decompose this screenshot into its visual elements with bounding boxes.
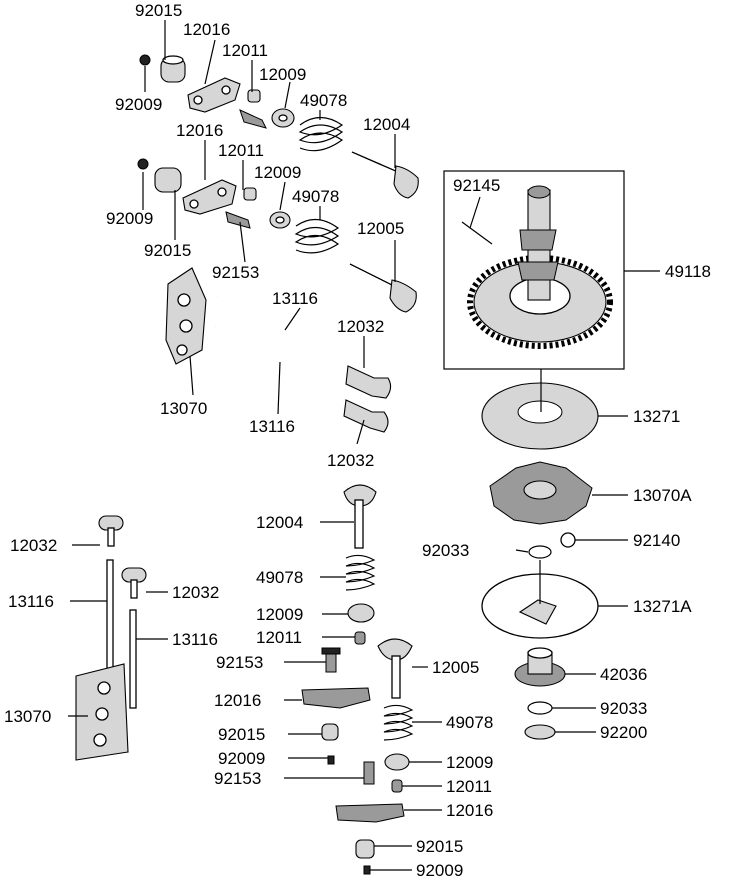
left-pushrods-and-tappets — [98, 515, 147, 709]
circlip-and-ball — [528, 532, 576, 559]
label-12032: 12032 — [172, 583, 219, 602]
camshaft-gear-assembly — [443, 170, 625, 370]
label-92153: 92153 — [216, 653, 263, 672]
label-49078: 49078 — [300, 91, 347, 110]
label-13116: 13116 — [8, 592, 54, 611]
label-13116: 13116 — [249, 417, 295, 436]
washers-lower-right — [524, 701, 556, 740]
label-13271: 13271 — [633, 407, 680, 426]
rocker-arm-bottom — [335, 803, 405, 875]
label-92009: 92009 — [115, 95, 162, 114]
spring-retainer-lower — [347, 603, 375, 645]
label-49078: 49078 — [256, 568, 303, 587]
label-92009: 92009 — [218, 749, 265, 768]
label-92009: 92009 — [106, 209, 153, 228]
washer-disc-13271 — [481, 382, 599, 450]
label-13070: 13070 — [4, 707, 51, 726]
label-12009: 12009 — [256, 605, 303, 624]
label-13116: 13116 — [172, 630, 218, 649]
tappet-plate-upper — [165, 267, 207, 365]
label-12016: 12016 — [183, 20, 230, 39]
label-12011: 12011 — [446, 777, 492, 796]
label-92015: 92015 — [416, 837, 463, 856]
rocker-assembly-second — [137, 158, 291, 229]
tappets-upper — [343, 365, 392, 433]
valve-exhaust-upper — [351, 151, 419, 199]
label-92033: 92033 — [600, 699, 647, 718]
governor-13070A — [489, 461, 593, 525]
label-12009: 12009 — [446, 753, 493, 772]
label-49118: 49118 — [665, 262, 711, 281]
push-rods-upper — [215, 295, 347, 401]
label-13116: 13116 — [272, 289, 318, 308]
valve-intake-lower — [377, 638, 413, 699]
rocker-arm-lower — [301, 687, 371, 765]
label-92015: 92015 — [218, 725, 265, 744]
label-12005: 12005 — [432, 658, 479, 677]
label-49078: 49078 — [292, 187, 339, 206]
valve-spring-upper — [298, 116, 344, 152]
valve-intake-second — [349, 263, 417, 313]
gear-42036 — [514, 647, 566, 687]
label-12011: 12011 — [222, 41, 268, 60]
valve-spring-lower — [345, 554, 376, 591]
label-12004: 12004 — [256, 513, 303, 532]
label-12032: 12032 — [327, 451, 374, 470]
valve-spring-lower-right — [383, 704, 414, 741]
label-92200: 92200 — [600, 723, 647, 742]
label-92033: 92033 — [422, 541, 469, 560]
label-92015: 92015 — [135, 1, 182, 20]
label-13070A: 13070A — [633, 486, 692, 505]
valve-spring-second — [294, 218, 340, 254]
label-12011: 12011 — [218, 141, 264, 160]
label-92140: 92140 — [633, 531, 680, 550]
label-92009: 92009 — [416, 861, 463, 880]
adjust-screw-lower — [321, 647, 341, 673]
label-12011: 12011 — [256, 628, 302, 647]
label-12032: 12032 — [10, 536, 57, 555]
leader-lines — [68, 20, 660, 871]
label-12016: 12016 — [214, 691, 261, 710]
tappet-plate-lower-left — [75, 663, 129, 761]
cup-13271A — [481, 573, 599, 639]
label-12005: 12005 — [357, 219, 404, 238]
label-12016: 12016 — [176, 121, 223, 140]
label-13070: 13070 — [160, 399, 207, 418]
part-number-labels: 92015 12016 12011 12009 49078 12004 9200… — [4, 1, 711, 880]
label-12009: 12009 — [259, 65, 306, 84]
adjust-screw-bottom — [363, 761, 375, 785]
label-12004: 12004 — [363, 115, 410, 134]
label-92145: 92145 — [453, 176, 500, 195]
rocker-assembly-upper — [139, 54, 295, 129]
label-12032: 12032 — [337, 317, 384, 336]
label-42036: 42036 — [600, 665, 647, 684]
label-12009: 12009 — [254, 163, 301, 182]
valve-exhaust-lower — [343, 484, 377, 549]
label-92153: 92153 — [214, 769, 261, 788]
label-49078: 49078 — [446, 713, 493, 732]
label-12016: 12016 — [446, 801, 493, 820]
label-13271A: 13271A — [633, 597, 692, 616]
label-92015: 92015 — [144, 241, 191, 260]
label-92153: 92153 — [212, 263, 259, 282]
